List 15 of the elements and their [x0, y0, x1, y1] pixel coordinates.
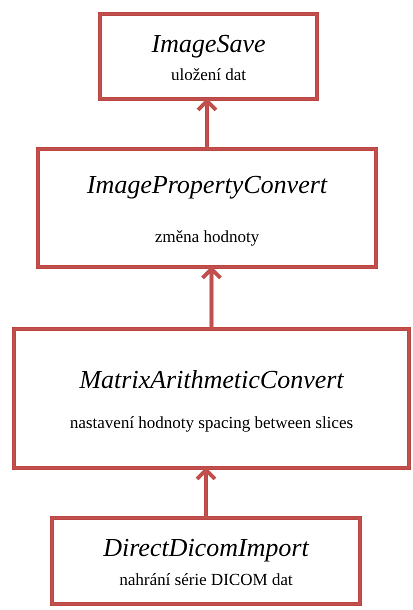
- process-box: [36, 147, 378, 269]
- module-name: DirectDicomImport: [103, 532, 309, 564]
- module-description: nastavení hodnoty spacing between slices: [70, 412, 354, 434]
- module-name: MatrixArithmeticConvert: [79, 364, 344, 396]
- module-description: nahrání série DICOM dat: [119, 568, 293, 590]
- arrow: [196, 99, 218, 147]
- arrow: [195, 468, 217, 516]
- arrow: [200, 267, 222, 327]
- module-name: ImagePropertyConvert: [86, 169, 328, 202]
- module-description: změna hodnoty: [154, 226, 260, 247]
- module-description: uložení dat: [170, 64, 246, 86]
- process-box: [50, 516, 362, 606]
- process-box: [12, 327, 411, 470]
- module-name: ImageSave: [151, 28, 266, 60]
- process-box: [98, 12, 319, 101]
